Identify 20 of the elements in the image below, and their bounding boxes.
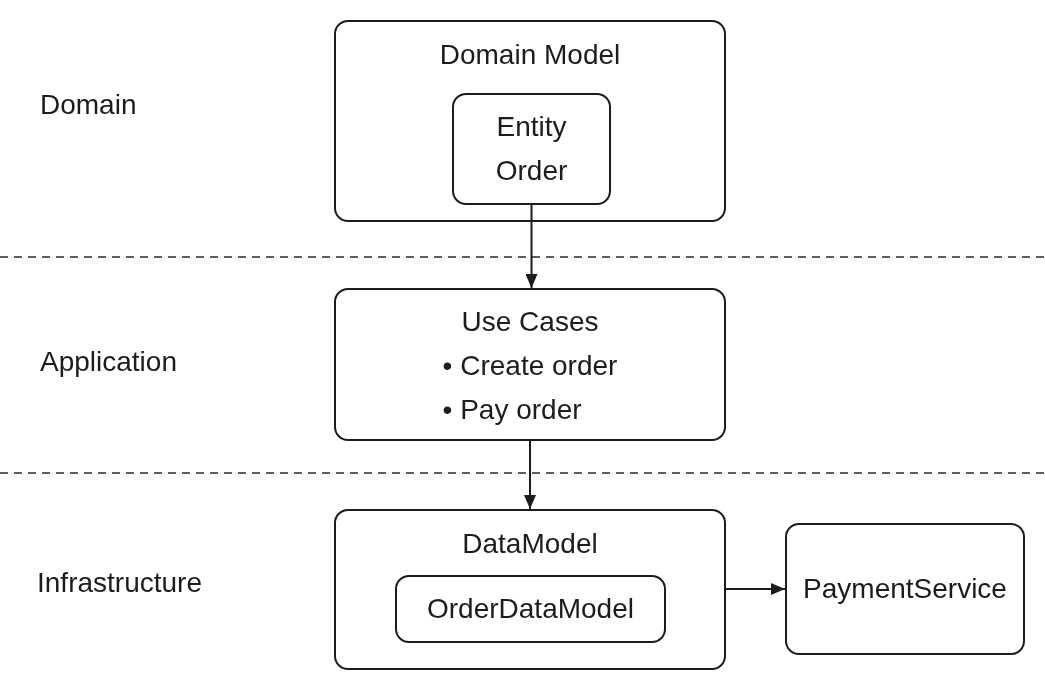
list-item: • Pay order xyxy=(442,393,582,427)
module-box xyxy=(334,20,726,222)
model-box xyxy=(395,575,666,643)
use-case-box xyxy=(334,288,726,441)
box-label: PaymentService xyxy=(803,572,1007,606)
layer-label: Infrastructure xyxy=(37,566,202,600)
box-title: DataModel xyxy=(462,527,598,561)
arrow xyxy=(524,440,536,510)
box-label: OrderDataModel xyxy=(427,592,634,626)
box-title: Use Cases xyxy=(461,305,599,339)
list-item: • Create order xyxy=(442,349,618,383)
layer-label: Application xyxy=(40,345,177,379)
service-box xyxy=(785,523,1025,655)
module-box xyxy=(334,509,726,670)
arrow xyxy=(725,583,786,595)
box-label: Entity Order xyxy=(494,110,569,188)
entity-box xyxy=(452,93,611,205)
arrow xyxy=(525,204,538,289)
layer-label: Domain xyxy=(40,88,137,122)
box-title: Domain Model xyxy=(439,38,621,72)
